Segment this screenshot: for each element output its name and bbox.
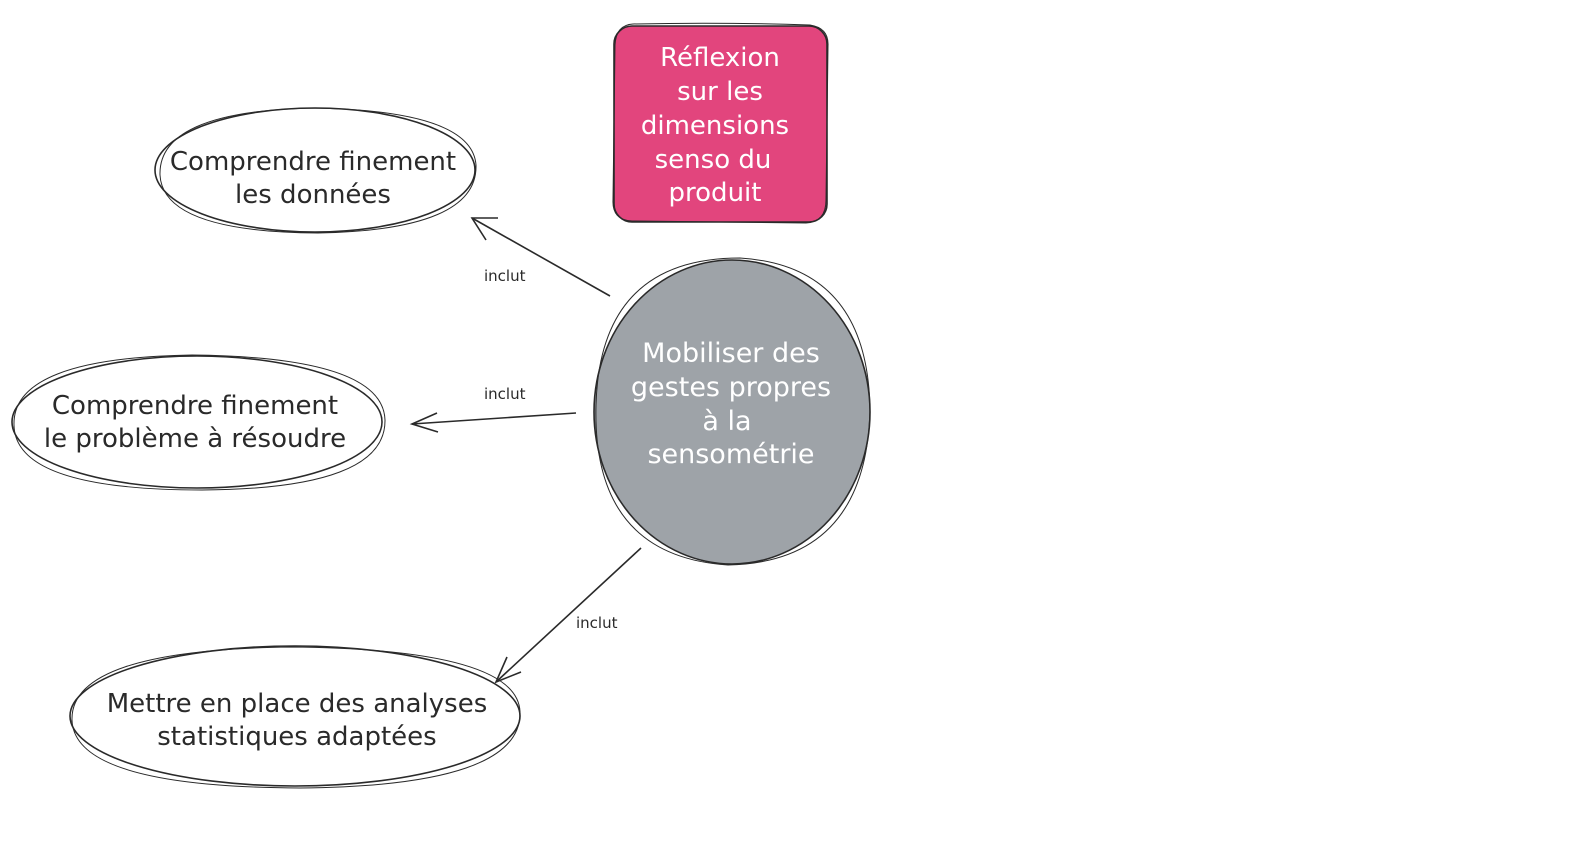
note-box-sketch-stroke xyxy=(612,22,829,224)
note-box[interactable]: Réflexion sur les dimensions senso du pr… xyxy=(612,22,829,224)
central-node-line-2: gestes propres xyxy=(631,372,831,403)
node-donnees[interactable]: Comprendre finement les données xyxy=(154,107,477,234)
node-donnees-line-1: Comprendre finement xyxy=(170,147,456,177)
edge-inclut-donnees[interactable]: inclut xyxy=(470,217,611,297)
edge-probleme-line xyxy=(411,412,577,425)
node-probleme-line-1: Comprendre finement xyxy=(52,391,338,421)
central-node-line-3: à la xyxy=(702,406,751,437)
node-probleme-line-2: le problème à résoudre xyxy=(44,424,346,454)
central-node[interactable]: Mobiliser des gestes propres à la sensom… xyxy=(593,257,871,566)
node-analyses[interactable]: Mettre en place des analyses statistique… xyxy=(69,645,521,789)
node-donnees-sketch-stroke xyxy=(159,107,477,234)
node-probleme-shape xyxy=(11,355,383,489)
central-node-line-1: Mobiliser des xyxy=(642,338,820,369)
central-node-sketch-stroke xyxy=(595,257,871,566)
edge-probleme-label: inclut xyxy=(484,385,526,403)
edge-donnees-line xyxy=(471,217,611,297)
note-line-1: Réflexion xyxy=(660,43,780,73)
edge-donnees-label: inclut xyxy=(484,267,526,285)
node-analyses-line-2: statistiques adaptées xyxy=(157,722,436,752)
edge-analyses-label: inclut xyxy=(576,614,618,632)
node-probleme[interactable]: Comprendre finement le problème à résoud… xyxy=(11,354,386,491)
note-line-3: dimensions xyxy=(641,111,789,141)
edge-analyses-line xyxy=(495,547,642,683)
note-line-5: produit xyxy=(669,178,762,208)
edge-inclut-analyses[interactable]: inclut xyxy=(494,547,642,684)
edge-probleme-arrowhead xyxy=(409,412,439,433)
edge-donnees-arrowhead xyxy=(470,217,498,241)
note-line-2: sur les xyxy=(677,77,763,107)
edge-inclut-probleme[interactable]: inclut xyxy=(409,385,577,433)
central-node-line-4: sensométrie xyxy=(647,439,814,470)
edge-analyses-arrowhead xyxy=(494,656,522,684)
note-line-4: senso du xyxy=(655,145,772,175)
node-analyses-line-1: Mettre en place des analyses xyxy=(107,689,488,719)
node-analyses-sketch-stroke xyxy=(71,646,521,789)
node-donnees-line-2: les données xyxy=(235,180,391,210)
node-probleme-sketch-stroke xyxy=(13,354,386,491)
